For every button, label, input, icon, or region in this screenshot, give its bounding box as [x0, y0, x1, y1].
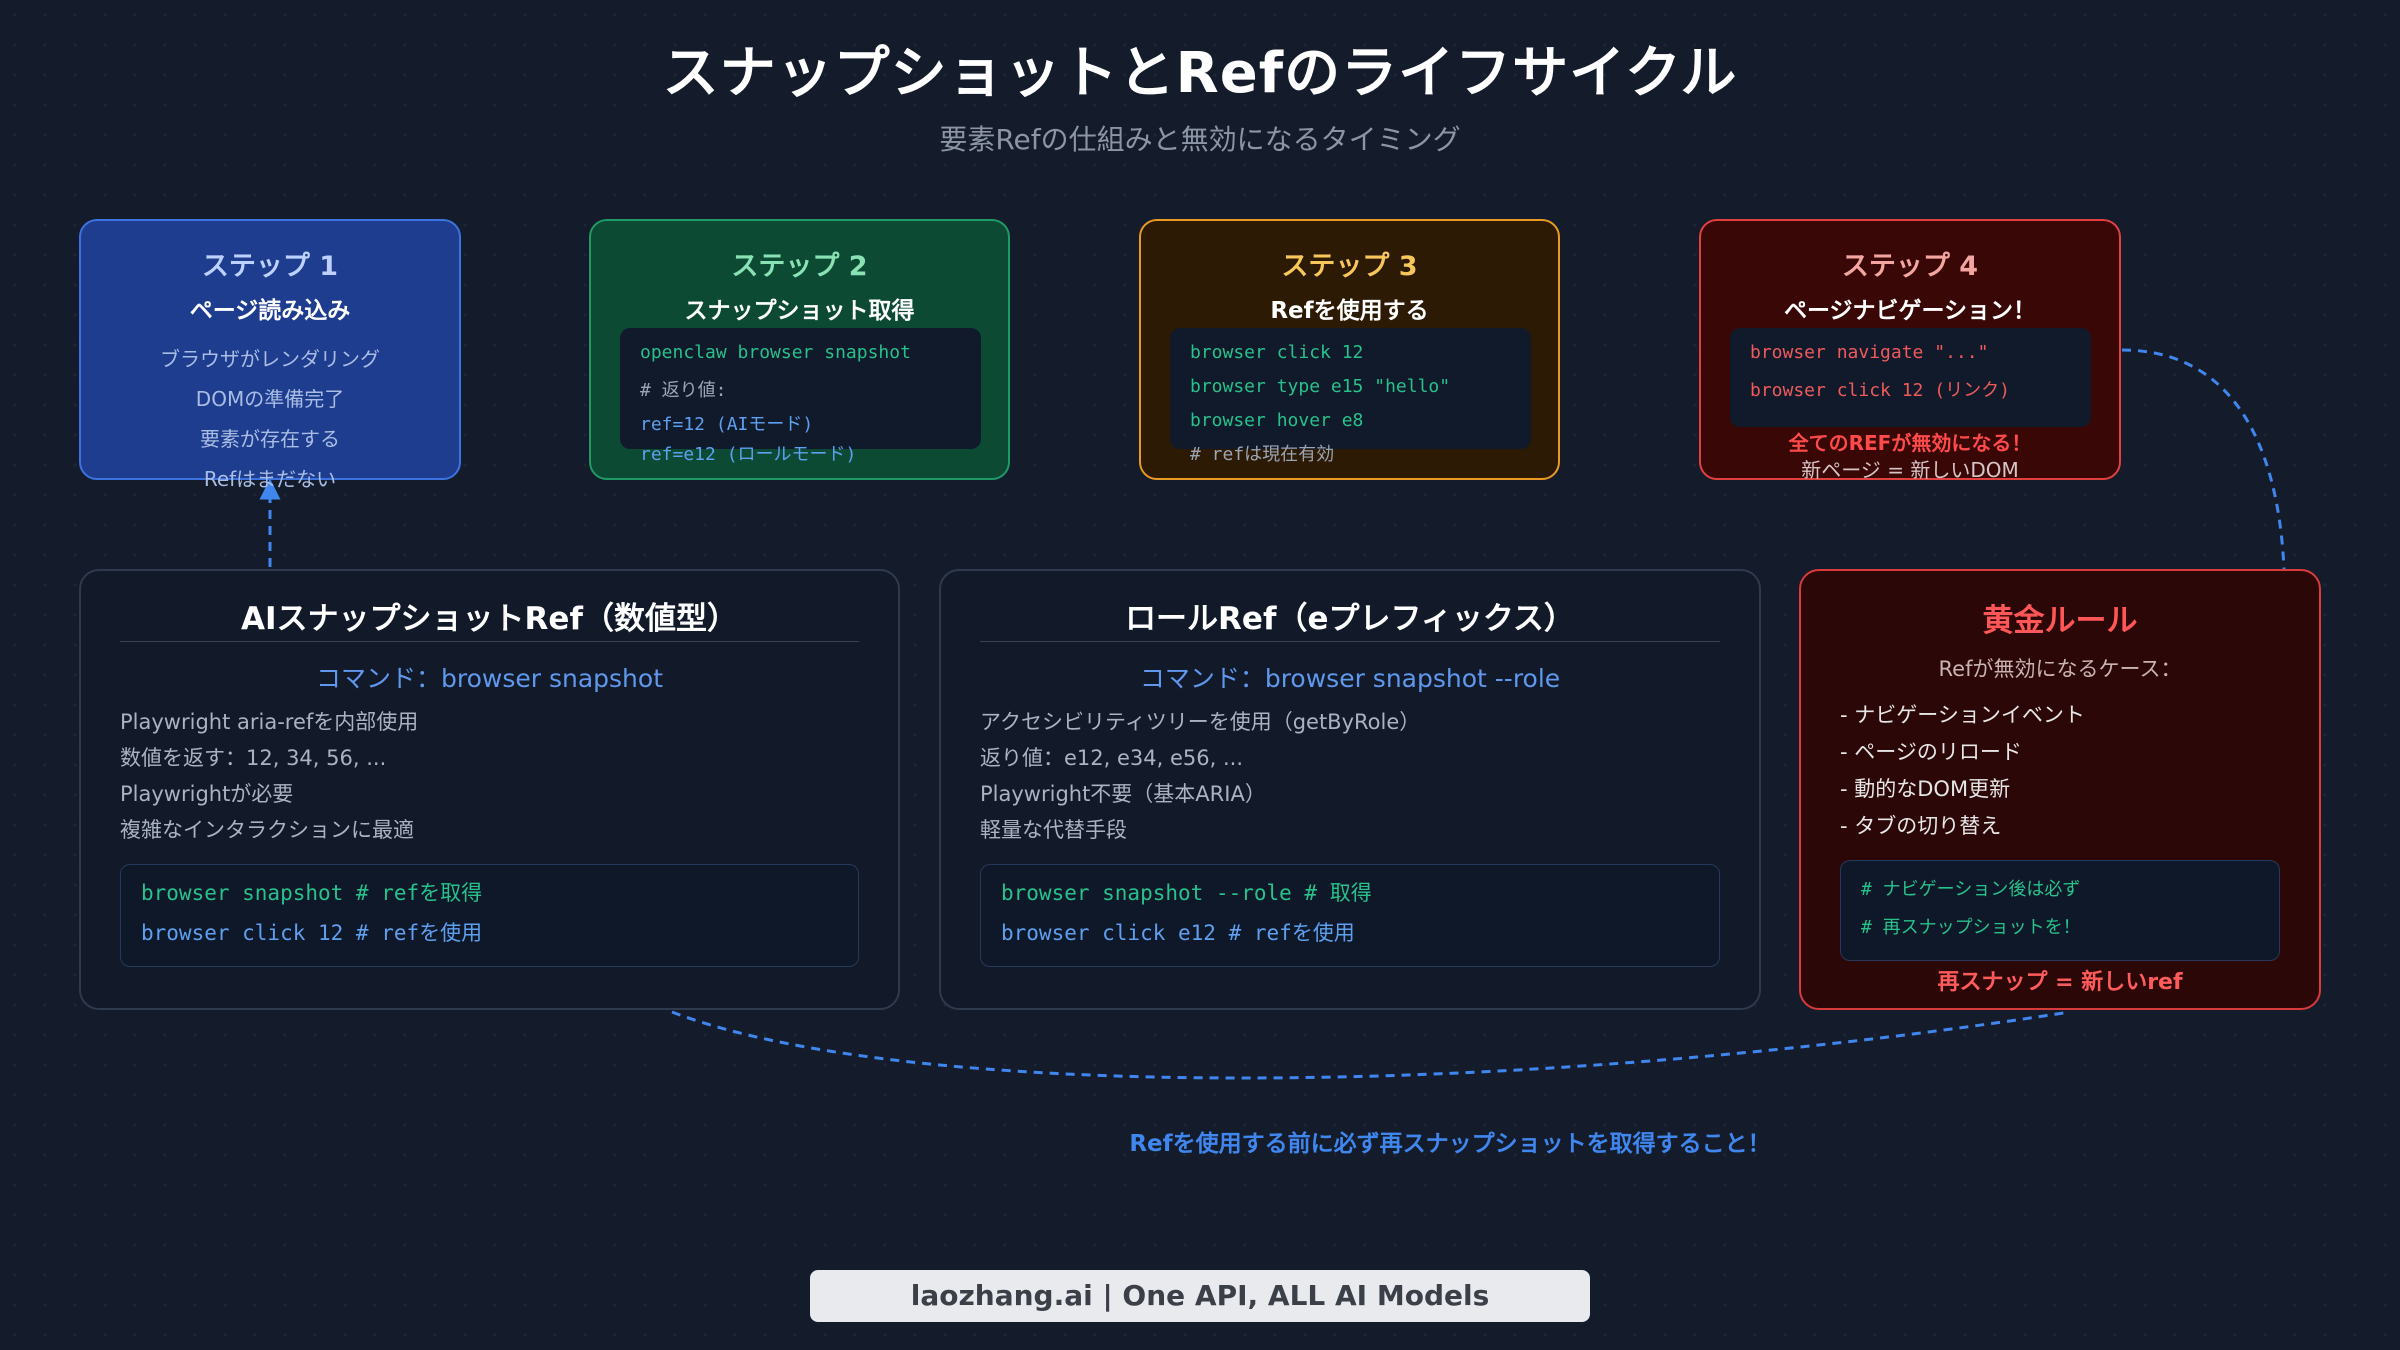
role-panel-title: ロールRef（eプレフィックス） — [1125, 601, 1575, 637]
step-3-code-block: browser click 12 browser type e15 "hello… — [1170, 328, 1531, 465]
golden-rule-item: - ページのリロード — [1840, 740, 2022, 764]
code-line: ref=e12 (ロールモード) — [640, 444, 857, 465]
step-1-line: DOMの準備完了 — [195, 387, 345, 411]
bottom-loop-curve — [671, 1010, 2071, 1080]
ai-panel-code-block: browser snapshot # refを取得 browser click … — [120, 864, 859, 967]
step-4-warning: 全てのREFが無効になる！ — [1788, 431, 2032, 455]
ai-panel-line: Playwright aria-refを内部使用 — [120, 710, 419, 734]
step-4-label: ステップ 4 — [1841, 251, 1979, 282]
role-panel-command: コマンド：browser snapshot --role — [1139, 664, 1561, 693]
step-2-label: ステップ 2 — [731, 251, 868, 282]
step-1-card: ステップ 1 ページ読み込み ブラウザがレンダリング DOMの準備完了 要素が存… — [79, 219, 461, 491]
code-line: # refは現在有効 — [1190, 444, 1335, 465]
code-line: openclaw browser snapshot — [640, 342, 911, 363]
code-line: # 返り値: — [640, 380, 727, 401]
code-line: browser type e15 "hello" — [1190, 376, 1451, 397]
page-title: スナップショットとRefのライフサイクル — [662, 41, 1738, 106]
code-line: browser navigate "..." — [1750, 342, 1989, 363]
ai-panel-title: AIスナップショットRef（数値型） — [241, 601, 738, 637]
code-line: browser click 12 — [1190, 342, 1364, 363]
golden-rule-item: - タブの切り替え — [1840, 814, 2002, 838]
code-line: browser hover e8 — [1190, 410, 1364, 431]
code-line: # 再スナップショットを！ — [1861, 917, 2081, 938]
role-panel-line: Playwright不要（基本ARIA） — [980, 782, 1266, 806]
role-panel-line: アクセシビリティツリーを使用（getByRole） — [980, 710, 1421, 734]
step-2-card: ステップ 2 スナップショット取得 openclaw browser snaps… — [589, 219, 1010, 480]
golden-rule-subtitle: Refが無効になるケース： — [1938, 657, 2182, 681]
ai-snapshot-ref-panel: AIスナップショットRef（数値型） コマンド：browser snapshot… — [79, 569, 900, 1010]
step-1-title: ページ読み込み — [189, 298, 351, 324]
ai-panel-line: 複雑なインタラクションに最適 — [120, 818, 414, 842]
role-panel-line: 返り値：e12, e34, e56, ... — [980, 746, 1244, 770]
code-line: browser snapshot # refを取得 — [141, 881, 483, 905]
role-ref-panel: ロールRef（eプレフィックス） コマンド：browser snapshot -… — [939, 569, 1761, 1010]
step-4-title: ページナビゲーション！ — [1783, 298, 2037, 324]
divider — [980, 641, 1720, 642]
footer-banner: laozhang.ai | One API, ALL AI Models — [810, 1270, 1590, 1322]
step-1-line: ブラウザがレンダリング — [160, 347, 380, 371]
golden-rule-item: - ナビゲーションイベント — [1840, 703, 2085, 727]
bottom-note: Refを使用する前に必ず再スナップショットを取得すること！ — [1129, 1131, 1771, 1157]
step-4-card: ステップ 4 ページナビゲーション！ browser navigate "...… — [1699, 219, 2121, 482]
code-line: ref=12 (AIモード) — [640, 414, 814, 435]
role-panel-code-block: browser snapshot --role # 取得 browser cli… — [980, 864, 1720, 967]
golden-rule-item: - 動的なDOM更新 — [1840, 777, 2011, 801]
step-3-title: Refを使用する — [1270, 298, 1429, 324]
role-panel-line: 軽量な代替手段 — [980, 818, 1127, 842]
code-line: browser click 12 (リンク) — [1750, 380, 2010, 401]
ai-panel-line: 数値を返す：12, 34, 56, ... — [120, 746, 387, 770]
step-4-code-block: browser navigate "..." browser click 12 … — [1730, 328, 2091, 427]
ai-panel-command: コマンド：browser snapshot — [316, 664, 663, 693]
step-1-line: 要素が存在する — [200, 427, 340, 451]
step-1-label: ステップ 1 — [201, 251, 339, 282]
ai-panel-line: Playwrightが必要 — [120, 782, 294, 806]
step-3-label: ステップ 3 — [1281, 251, 1418, 282]
code-line: browser click 12 # refを使用 — [141, 921, 483, 945]
golden-rule-title: 黄金ルール — [1982, 603, 2138, 639]
golden-rule-code-block: # ナビゲーション後は必ず # 再スナップショットを！ — [1840, 860, 2280, 961]
golden-rule-footer: 再スナップ = 新しいref — [1937, 970, 2183, 995]
navigation-to-golden-rule-connector — [2121, 348, 2286, 570]
step-4-note: 新ページ = 新しいDOM — [1801, 458, 2019, 482]
code-line: # ナビゲーション後は必ず — [1861, 879, 2081, 900]
step-3-card: ステップ 3 Refを使用する browser click 12 browser… — [1139, 219, 1560, 480]
step-2-code-block: openclaw browser snapshot # 返り値: ref=12 … — [620, 328, 981, 465]
step-1-line: Refはまだない — [203, 467, 337, 491]
page-subtitle: 要素Refの仕組みと無効になるタイミング — [939, 123, 1461, 156]
divider — [120, 641, 859, 642]
code-line: browser snapshot --role # 取得 — [1001, 881, 1372, 905]
code-line: browser click e12 # refを使用 — [1001, 921, 1355, 945]
step-2-title: スナップショット取得 — [684, 298, 915, 324]
golden-rule-panel: 黄金ルール Refが無効になるケース： - ナビゲーションイベント - ページの… — [1799, 569, 2321, 1010]
